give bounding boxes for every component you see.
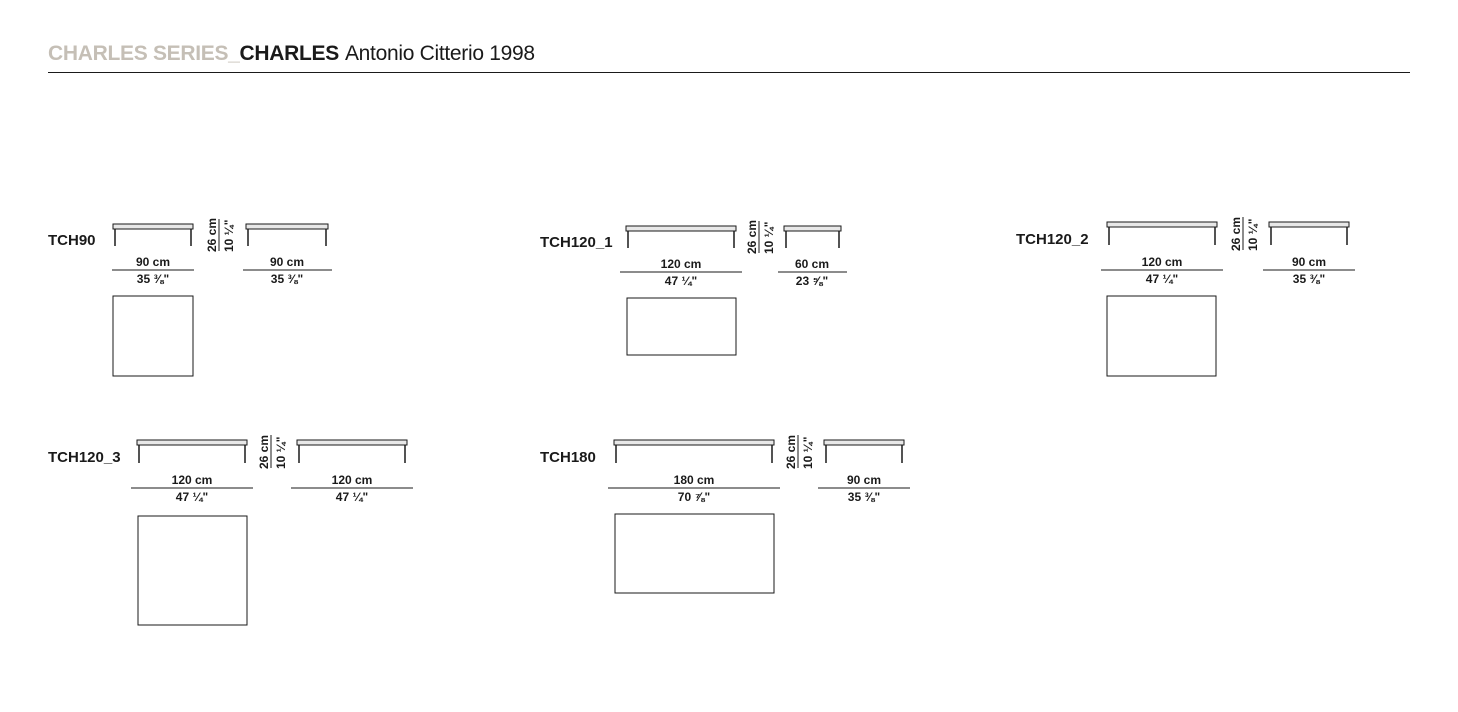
height-dimension: 26 cm 10 ¼" xyxy=(257,435,288,469)
front-width-dimension: 120 cm 47 ¼" xyxy=(1101,255,1223,286)
model-code: TCH120_3 xyxy=(48,449,121,466)
height-in: 10 ¼" xyxy=(762,222,776,254)
height-cm: 26 cm xyxy=(1229,217,1243,251)
side-depth-cm: 90 cm xyxy=(1292,255,1326,269)
model-code: TCH120_1 xyxy=(540,234,613,251)
side-depth-in: 47 ¼" xyxy=(336,490,368,504)
designer-credit: Antonio Citterio 1998 xyxy=(344,42,535,65)
side-depth-dimension: 60 cm 23 ⅝" xyxy=(778,257,847,288)
side-depth-dimension: 90 cm 35 ⅜" xyxy=(1263,255,1355,286)
plan-view xyxy=(137,515,248,626)
front-width-in: 70 ⅞" xyxy=(678,490,710,504)
side-depth-cm: 90 cm xyxy=(270,255,304,269)
front-elevation xyxy=(613,439,775,463)
front-width-cm: 90 cm xyxy=(136,255,170,269)
height-in: 10 ¼" xyxy=(801,437,815,469)
height-in: 10 ¼" xyxy=(1246,219,1260,251)
height-dimension: 26 cm 10 ¼" xyxy=(205,218,236,252)
height-dimension: 26 cm 10 ¼" xyxy=(745,220,776,254)
front-width-dimension: 90 cm 35 ⅜" xyxy=(112,255,194,286)
side-depth-cm: 120 cm xyxy=(332,473,373,487)
height-dimension: 26 cm 10 ¼" xyxy=(1229,217,1260,251)
height-cm: 26 cm xyxy=(784,435,798,469)
series-name: CHARLES SERIES_ xyxy=(48,42,240,65)
front-width-in: 47 ¼" xyxy=(176,490,208,504)
model-code: TCH180 xyxy=(540,449,596,466)
front-width-in: 47 ¼" xyxy=(665,274,697,288)
side-depth-dimension: 90 cm 35 ⅜" xyxy=(243,255,332,286)
front-width-in: 47 ¼" xyxy=(1146,272,1178,286)
front-width-dimension: 180 cm 70 ⅞" xyxy=(608,473,780,504)
height-in: 10 ¼" xyxy=(274,437,288,469)
side-depth-dimension: 120 cm 47 ¼" xyxy=(291,473,413,504)
height-cm: 26 cm xyxy=(257,435,271,469)
front-elevation xyxy=(625,225,737,248)
product-name: CHARLES xyxy=(239,42,340,65)
front-elevation xyxy=(112,223,194,246)
plan-view xyxy=(112,295,194,377)
front-width-cm: 120 cm xyxy=(661,257,702,271)
front-width-dimension: 120 cm 47 ¼" xyxy=(620,257,742,288)
side-elevation xyxy=(1268,221,1350,245)
plan-view xyxy=(626,297,737,356)
side-depth-cm: 60 cm xyxy=(795,257,829,271)
front-width-cm: 120 cm xyxy=(1142,255,1183,269)
height-in: 10 ¼" xyxy=(222,220,236,252)
front-width-in: 35 ⅜" xyxy=(137,272,169,286)
side-depth-in: 35 ⅜" xyxy=(1293,272,1325,286)
side-depth-in: 35 ⅜" xyxy=(271,272,303,286)
plan-view xyxy=(614,513,775,594)
side-elevation xyxy=(823,439,905,463)
front-elevation xyxy=(1106,221,1218,245)
height-cm: 26 cm xyxy=(205,218,219,252)
side-depth-in: 35 ⅜" xyxy=(848,490,880,504)
model-code: TCH90 xyxy=(48,232,96,249)
side-depth-in: 23 ⅝" xyxy=(796,274,828,288)
side-elevation xyxy=(783,225,842,248)
front-elevation xyxy=(136,439,248,463)
plan-view xyxy=(1106,295,1217,377)
side-elevation xyxy=(245,223,329,246)
height-cm: 26 cm xyxy=(745,220,759,254)
side-elevation xyxy=(296,439,408,463)
front-width-cm: 180 cm xyxy=(674,473,715,487)
side-depth-cm: 90 cm xyxy=(847,473,881,487)
front-width-cm: 120 cm xyxy=(172,473,213,487)
front-width-dimension: 120 cm 47 ¼" xyxy=(131,473,253,504)
model-code: TCH120_2 xyxy=(1016,231,1089,248)
side-depth-dimension: 90 cm 35 ⅜" xyxy=(818,473,910,504)
height-dimension: 26 cm 10 ¼" xyxy=(784,435,815,469)
